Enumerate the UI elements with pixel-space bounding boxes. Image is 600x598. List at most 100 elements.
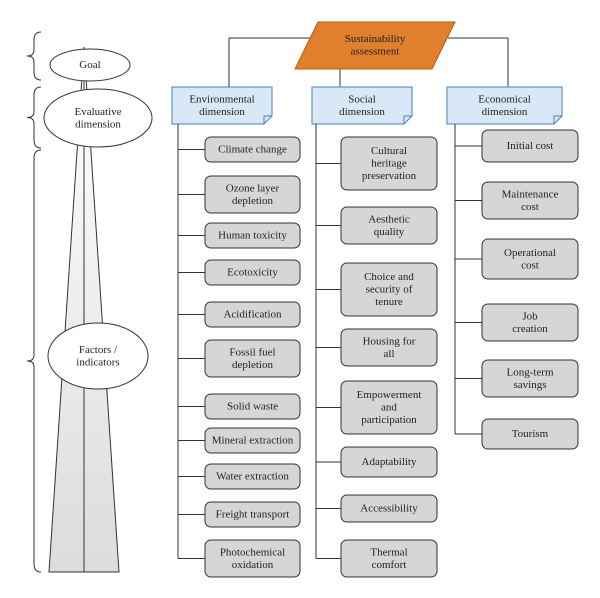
indicator-box xyxy=(204,175,301,214)
indicator-label-line: depletion xyxy=(232,194,273,206)
indicator-box xyxy=(204,222,301,249)
indicator-box xyxy=(204,259,301,286)
indicator-label-line: Maintenance xyxy=(502,188,559,200)
factors-label: Factors /indicators xyxy=(76,343,119,368)
indicator-label-line: oxidation xyxy=(232,558,274,570)
indicator-label: Adaptability xyxy=(362,456,417,468)
indicator-box xyxy=(204,501,301,528)
indicator-label-line: Fossil fuel xyxy=(229,346,275,358)
indicator-label-line: security of xyxy=(366,283,413,295)
indicator-label-line: preservation xyxy=(362,170,417,182)
evaluative-ellipse xyxy=(43,88,153,148)
evaluative-label-line: Evaluative xyxy=(74,105,121,117)
indicator-label-line: Acidification xyxy=(223,308,282,320)
goal-label-line: Goal xyxy=(79,59,100,71)
indicator-label: Human toxicity xyxy=(218,229,287,241)
goal-label: Goal xyxy=(79,59,100,71)
indicator-label-line: participation xyxy=(361,414,417,426)
indicator-label-line: comfort xyxy=(372,558,407,570)
sustainability-assessment-label-line: Sustainability xyxy=(345,32,406,44)
evaluative-label-line: dimension xyxy=(75,118,121,130)
factors-label-line: indicators xyxy=(76,356,119,368)
indicator-box xyxy=(204,393,301,420)
indicator-box xyxy=(481,359,579,398)
indicator-label-line: Empowerment xyxy=(357,389,422,401)
indicator-label-line: Accessibility xyxy=(360,502,418,514)
indicator-label-line: creation xyxy=(512,322,548,334)
indicator-box xyxy=(340,262,438,317)
indicator-label-line: tenure xyxy=(375,296,403,308)
indicator-label-line: Human toxicity xyxy=(218,229,287,241)
indicator-box xyxy=(340,136,438,191)
indicator-label: Water extraction xyxy=(216,470,289,482)
indicator-label: Tourism xyxy=(512,428,549,440)
indicator-box xyxy=(340,494,438,523)
dimension-header-fold-1 xyxy=(403,115,412,124)
indicator-box xyxy=(204,301,301,328)
indicator-label-line: Tourism xyxy=(512,428,549,440)
indicator-label: Climate change xyxy=(218,143,287,155)
indicator-label-line: Choice and xyxy=(364,271,414,283)
indicator-box xyxy=(340,328,438,367)
indicator-label-line: Photochemical xyxy=(220,546,285,558)
indicator-box xyxy=(481,181,579,220)
indicator-box xyxy=(340,446,438,478)
dimension-title-line: dimension xyxy=(199,105,245,117)
indicator-label: Acidification xyxy=(223,308,282,320)
indicator-label-line: depletion xyxy=(232,358,273,370)
dimension-title-line: dimension xyxy=(482,105,528,117)
evaluative-brace xyxy=(26,86,42,149)
dimension-header-2 xyxy=(446,86,563,125)
indicator-box xyxy=(481,303,579,342)
indicator-label-line: Cultural xyxy=(371,145,407,157)
indicator-label-line: Ecotoxicity xyxy=(227,266,278,278)
indicator-label-line: all xyxy=(384,347,395,359)
indicator-label-line: Mineral extraction xyxy=(212,434,294,446)
indicator-label-line: Housing for xyxy=(363,335,416,347)
indicator-box xyxy=(481,418,579,450)
indicator-label-line: Aesthetic xyxy=(368,213,410,225)
indicator-label-line: Job xyxy=(522,310,538,322)
dimension-header-0 xyxy=(171,86,273,125)
indicator-label-line: and xyxy=(381,401,397,413)
factors-brace xyxy=(26,149,42,573)
dimension-title-line: dimension xyxy=(339,105,385,117)
indicator-box xyxy=(204,136,301,163)
indicator-label-line: Climate change xyxy=(218,143,287,155)
indicator-label-line: Long-term xyxy=(506,366,553,378)
dimension-title-line: Social xyxy=(348,93,376,105)
indicator-label: Accessibility xyxy=(360,502,418,514)
indicator-label: Initial cost xyxy=(507,140,554,152)
indicator-label-line: Water extraction xyxy=(216,470,289,482)
dimension-header-fold-0 xyxy=(263,115,272,124)
sustainability-assessment-label-line: assessment xyxy=(351,45,400,57)
sustainability-assessment-box xyxy=(294,21,456,70)
dimension-header-1 xyxy=(311,86,413,125)
indicator-label-line: Solid waste xyxy=(227,400,278,412)
indicator-label-line: heritage xyxy=(371,157,407,169)
dimension-title-line: Environmental xyxy=(189,93,254,105)
indicator-box xyxy=(340,539,438,578)
goal-ellipse xyxy=(49,48,131,82)
indicator-box xyxy=(204,339,301,378)
indicator-label: Freight transport xyxy=(216,508,290,520)
indicator-box xyxy=(340,380,438,435)
indicator-label-line: Initial cost xyxy=(507,140,554,152)
